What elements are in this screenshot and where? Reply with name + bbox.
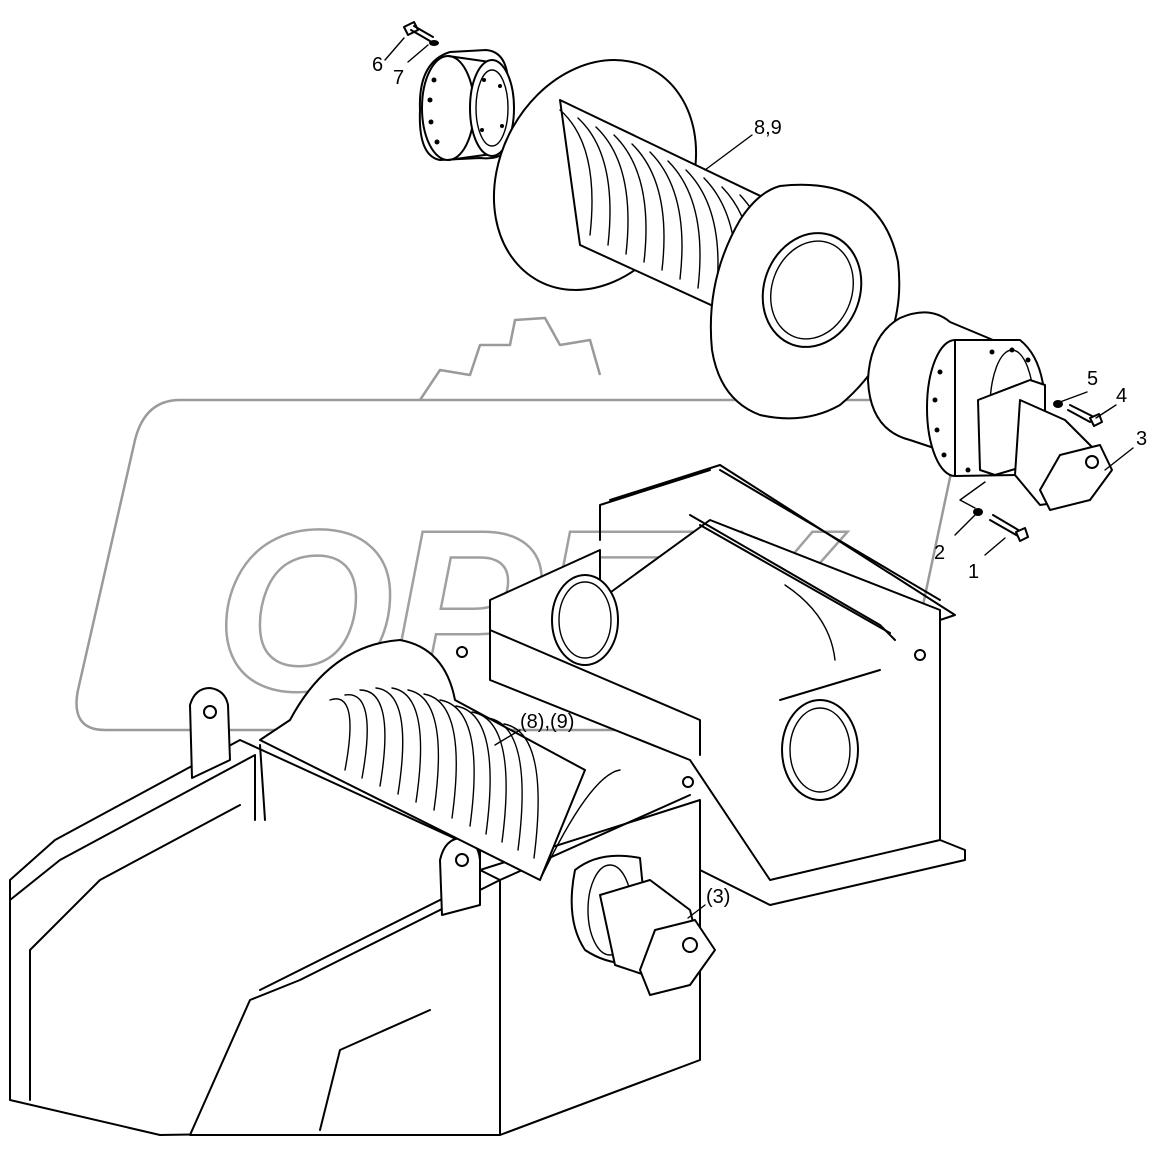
callout-6: 6: [372, 54, 383, 76]
callout-3: 3: [1136, 428, 1147, 450]
callout-8-9-ref: (8),(9): [520, 711, 574, 733]
callout-3-ref: (3): [706, 886, 730, 908]
end-flange: [418, 49, 515, 161]
bolt-6: [403, 21, 434, 42]
winch-drum-lower: [259, 639, 621, 881]
callout-1: 1: [968, 561, 979, 583]
callout-7: 7: [393, 67, 404, 89]
motor-lower: [570, 854, 716, 996]
winch-drum-upper: [492, 59, 901, 420]
lower-drum-grooves: [329, 687, 539, 859]
motor-gearbox-assembly: [867, 311, 1113, 511]
bolt-1: [989, 514, 1029, 542]
washer-7: [429, 40, 439, 46]
leader-lines: [384, 37, 1134, 919]
callout-8-9: 8,9: [754, 117, 782, 139]
bolt-4: [1067, 404, 1103, 427]
callout-4: 4: [1116, 385, 1127, 407]
callout-5: 5: [1087, 368, 1098, 390]
winch-frame: [9, 464, 966, 1136]
callout-labels: 6 7 8,9 5 4 3 2 1 (8),(9) (3): [372, 54, 1147, 908]
washer-2: [973, 508, 983, 516]
callout-2: 2: [934, 542, 945, 564]
